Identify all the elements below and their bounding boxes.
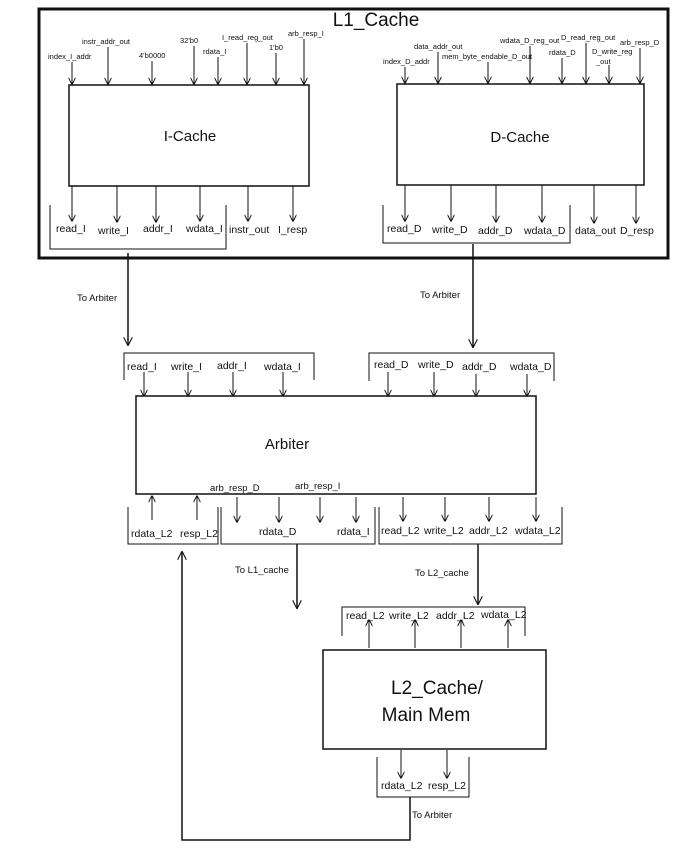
arbiter-bottom-out-label: rdata_D (259, 526, 297, 538)
arbiter-bottom-out-label: wdata_L2 (514, 525, 561, 537)
icache-input-label: instr_addr_out (82, 37, 131, 46)
dcache-input-label: rdata_D (549, 48, 576, 57)
dcache-input-label: mem_byte_endable_D_out (442, 52, 533, 61)
dcache-output-label: wdata_D (523, 225, 566, 237)
to-arbiter-label-d: To Arbiter (420, 290, 460, 301)
arbiter-input-label: read_I (127, 361, 157, 373)
arbiter-input-label: addr_I (217, 360, 247, 372)
icache-name: I-Cache (164, 128, 217, 145)
icache-output-label: addr_I (143, 223, 173, 235)
arbiter-resp-label: arb_resp_D (210, 483, 260, 494)
arbiter-bottom-out-label: read_L2 (381, 525, 420, 537)
dcache-input-label: D_read_reg_out (561, 33, 616, 42)
l2-input-label: write_L2 (388, 610, 429, 622)
arbiter-bottom-out-label: addr_L2 (469, 525, 508, 537)
dcache-to-arbiter: To Arbiter (420, 244, 473, 347)
icache-output-label: I_resp (278, 224, 307, 236)
icache-block (68, 84, 310, 187)
to-l1-label: To L1_cache (235, 565, 289, 576)
dcache-input-label: D_write_reg (592, 47, 632, 56)
dcache-name: D-Cache (490, 129, 549, 146)
icache-output-label: wdata_I (185, 223, 223, 235)
l2-block (322, 649, 547, 750)
icache-input-label: I_read_reg_out (222, 33, 274, 42)
dcache-outputs: read_D write_D addr_D wdata_D data_out D… (382, 185, 654, 244)
l2-output-label: rdata_L2 (381, 780, 423, 792)
dcache-input-label: _out (595, 57, 612, 66)
dcache-output-label: read_D (387, 223, 422, 235)
l2-outputs: rdata_L2 resp_L2 (376, 750, 470, 798)
arbiter-bottom-out-label: write_L2 (423, 525, 464, 537)
dcache-bus-bracket (382, 205, 571, 244)
arbiter-input-label: write_I (170, 361, 202, 373)
icache-to-arbiter: To Arbiter (77, 253, 128, 345)
arbiter-resp-label: arb_resp_I (295, 481, 340, 492)
arbiter-d-bus-bracket (368, 352, 555, 381)
arbiter-input-label: wdata_I (263, 361, 301, 373)
l2-name-line1: L2_Cache/ (391, 678, 484, 699)
arbiter-name: Arbiter (265, 436, 309, 453)
icache-input-label: 1'b0 (269, 43, 283, 52)
arbiter-to-l1: To L1_cache (235, 544, 297, 608)
arbiter-bottom-out-label: rdata_I (337, 526, 370, 538)
l2-input-bus-bracket (341, 606, 526, 636)
arbiter-input-label: read_D (374, 359, 409, 371)
icache-input-label: rdata_I (203, 47, 226, 56)
dcache-input-label: index_D_addr (383, 57, 430, 66)
icache-output-label: read_I (56, 223, 86, 235)
l1-cache-title: L1_Cache (333, 10, 420, 31)
dcache-output-label: addr_D (478, 225, 513, 237)
arbiter-l1-out-bracket (220, 507, 376, 545)
l2-input-label: read_L2 (346, 610, 385, 622)
arbiter-block (135, 395, 537, 495)
dcache-inputs: index_D_addr data_addr_out mem_byte_enda… (383, 33, 660, 83)
l2-to-arbiter: To Arbiter (182, 552, 452, 841)
icache-input-label: index_I_addr (48, 52, 92, 61)
icache-outputs: read_I write_I addr_I wdata_I instr_out … (49, 186, 307, 250)
dcache-input-label: wdata_D_reg_out (499, 36, 560, 45)
arbiter-bottom-in-label: resp_L2 (180, 528, 218, 540)
icache-output-label: write_I (97, 225, 129, 237)
arbiter-input-label: addr_D (462, 361, 497, 373)
dcache-input-label: data_addr_out (414, 42, 463, 51)
icache-input-label: arb_resp_I (288, 29, 324, 38)
l2-name-line2: Main Mem (382, 705, 471, 726)
arbiter-bottom-in-label: rdata_L2 (131, 528, 173, 540)
dcache-output-label: data_out (575, 225, 616, 237)
arbiter-l2-inputs: rdata_L2 resp_L2 (127, 496, 219, 545)
l2-to-arbiter-label: To Arbiter (412, 810, 452, 821)
l2-inputs: read_L2 write_L2 addr_L2 wdata_L2 (346, 609, 527, 648)
icache-bus-bracket (49, 205, 227, 250)
icache-input-label: 4'b0000 (139, 51, 165, 60)
l2-output-bus-bracket (376, 757, 470, 798)
dcache-block (396, 83, 645, 186)
arbiter-d-inputs: read_D write_D addr_D wdata_D (374, 359, 552, 396)
to-arbiter-label-i: To Arbiter (77, 293, 117, 304)
arbiter-i-bus-bracket (123, 352, 315, 380)
arbiter-input-label: wdata_D (509, 361, 552, 373)
icache-inputs: index_I_addr instr_addr_out 4'b0000 32'b… (48, 29, 324, 84)
l2-input-label: wdata_L2 (480, 609, 527, 621)
icache-output-label: instr_out (229, 224, 269, 236)
icache-input-label: 32'b0 (180, 36, 198, 45)
arbiter-l2-in-bracket (127, 507, 219, 545)
arbiter-i-inputs: read_I write_I addr_I wdata_I (127, 360, 301, 396)
arbiter-l2-out-bracket (378, 507, 563, 545)
arbiter-l2-outputs: read_L2 write_L2 addr_L2 wdata_L2 (378, 497, 563, 545)
dcache-output-label: D_resp (620, 225, 654, 237)
to-l2-label: To L2_cache (415, 568, 469, 579)
arbiter-to-l2: To L2_cache (415, 544, 478, 604)
arbiter-l1-outputs: rdata_D rdata_I (220, 497, 376, 545)
l2-output-label: resp_L2 (428, 780, 466, 792)
dcache-input-label: arb_resp_D (620, 38, 660, 47)
arbiter-input-label: write_D (417, 359, 454, 371)
l2-input-label: addr_L2 (436, 610, 475, 622)
l1-cache-frame (37, 7, 670, 260)
dcache-output-label: write_D (431, 224, 468, 236)
